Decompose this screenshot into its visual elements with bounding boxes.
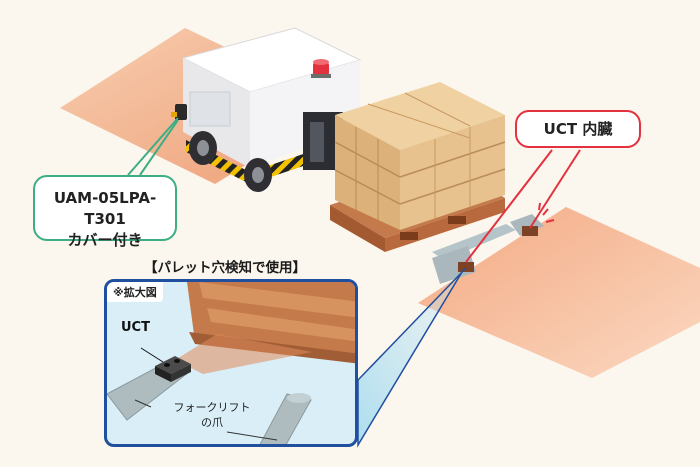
fork-right <box>432 246 476 284</box>
uct-sensor-closeup <box>155 356 191 382</box>
cover-callout: UAM-05LPA-T301 カバー付き <box>33 175 177 249</box>
cover-model: UAM-05LPA-T301 <box>53 189 157 228</box>
sensor-ray <box>465 149 553 263</box>
floor-right <box>418 207 700 378</box>
zoom-illustration <box>107 282 355 444</box>
fork-label-line2: の爪 <box>201 416 223 429</box>
zoom-panel: ※拡大図 UCT フォークリフト の爪 <box>104 279 358 447</box>
beacon-light-icon <box>311 59 331 78</box>
usage-title: 【パレット穴検知で使用】 <box>144 260 306 276</box>
builtin-text: UCT 内臓 <box>543 120 613 138</box>
fork-label-line1: フォークリフト <box>173 401 251 414</box>
fork-tine-right <box>259 393 312 444</box>
zoom-beam <box>357 267 467 448</box>
zoom-tag: ※拡大図 <box>107 282 163 302</box>
detection-area <box>175 334 312 374</box>
fork-label: フォークリフト の爪 <box>157 400 267 430</box>
lidar-sensor-cover <box>175 104 187 120</box>
uct-label: UCT <box>121 320 150 335</box>
uct-sensor-left <box>458 262 474 272</box>
uct-sensor-right <box>522 226 538 236</box>
builtin-callout: UCT 内臓 <box>515 110 641 148</box>
leader-line-cover <box>127 117 179 176</box>
cardboard-stack <box>334 82 506 230</box>
sensor-ray <box>529 149 581 229</box>
agv-vehicle <box>171 27 362 192</box>
detect-signal-icon <box>538 202 555 223</box>
cover-note: カバー付き <box>67 231 143 249</box>
